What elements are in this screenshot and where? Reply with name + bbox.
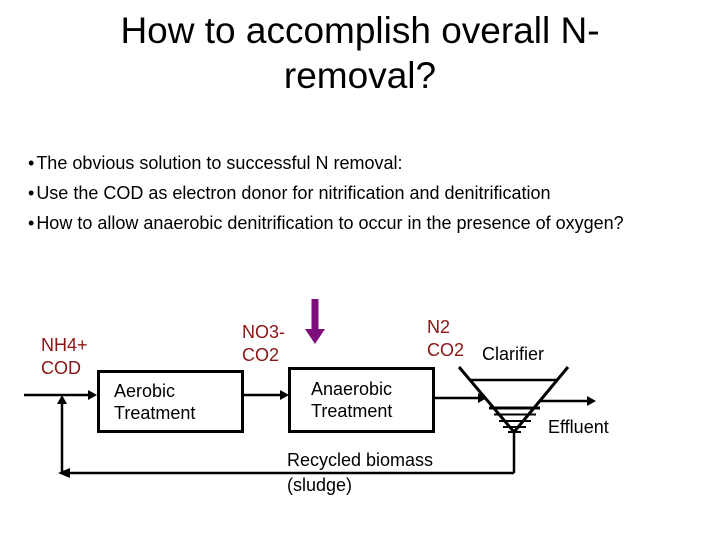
- bullet-text: The obvious solution to successful N rem…: [36, 153, 403, 173]
- recycle-label: Recycled biomass (sludge): [287, 450, 434, 495]
- bullet-marker: •: [28, 183, 35, 203]
- effluent-label: Effluent: [548, 417, 609, 437]
- bullet-text: Use the COD as electron donor for nitrif…: [36, 183, 551, 203]
- aerobic-treatment-box: Aerobic Treatment: [97, 370, 244, 433]
- anaerobic-treatment-box: Anaerobic Treatment: [288, 367, 435, 433]
- bullet-marker: •: [28, 213, 35, 233]
- slide-title: How to accomplish overall N- removal?: [0, 8, 720, 98]
- intermediate-label: NO3- CO2: [242, 322, 286, 365]
- anaerobic-treatment-label: Anaerobic Treatment: [311, 379, 393, 421]
- bullet-item: •Use the COD as electron donor for nitri…: [28, 182, 668, 205]
- recycle-riser-arrow: [57, 395, 67, 473]
- bullet-list: •The obvious solution to successful N re…: [28, 152, 668, 242]
- aerobic-treatment-label: Aerobic Treatment: [114, 380, 196, 423]
- influent-arrow: [24, 390, 97, 400]
- offgas-label: N2 CO2: [427, 317, 465, 360]
- clarifier-label: Clarifier: [482, 344, 545, 364]
- slide-title-line2: removal?: [283, 55, 437, 96]
- bullet-marker: •: [28, 153, 35, 173]
- bullet-text: How to allow anaerobic denitrification t…: [36, 213, 624, 233]
- highlight-down-arrow: [305, 299, 325, 344]
- aerobic-to-anaerobic-arrow: [244, 390, 289, 400]
- slide-title-line1: How to accomplish overall N-: [120, 10, 600, 51]
- anaerobic-to-clarifier-arrow: [435, 393, 487, 403]
- bullet-item: •The obvious solution to successful N re…: [28, 152, 668, 175]
- bullet-item: •How to allow anaerobic denitrification …: [28, 212, 668, 235]
- influent-label: NH4+ COD: [41, 335, 88, 378]
- effluent-arrow: [539, 396, 596, 406]
- recycle-return-arrow: [58, 432, 516, 478]
